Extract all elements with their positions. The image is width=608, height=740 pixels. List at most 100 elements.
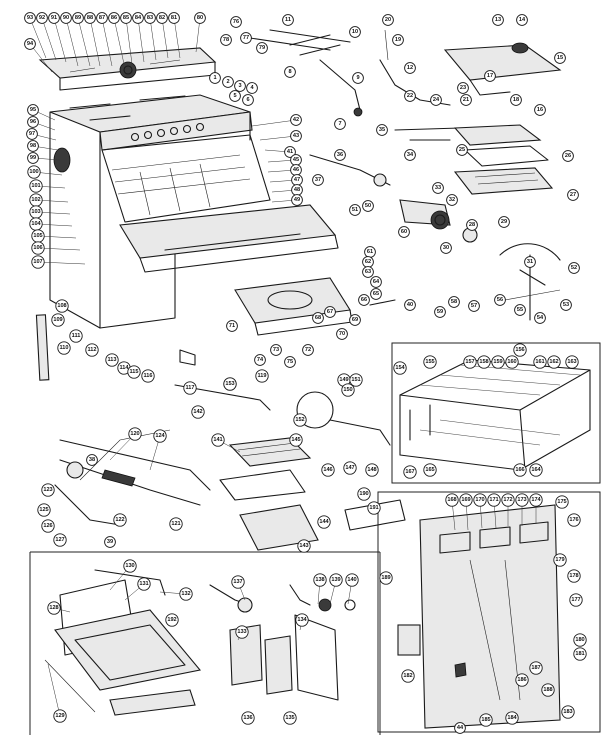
callout-bubble (336, 328, 348, 340)
callout-bubble (312, 312, 324, 324)
callout-bubble (137, 577, 151, 591)
callout-108: 108 (55, 299, 69, 313)
callout-number: 13 (495, 17, 501, 23)
callout-179: 179 (553, 553, 567, 567)
callout-bubble (352, 72, 364, 84)
callout-number: 1 (213, 75, 216, 81)
callout-14: 14 (516, 14, 528, 26)
callout-number: 178 (569, 573, 578, 579)
callout-number: 130 (125, 563, 134, 569)
callout-bubble (567, 189, 579, 201)
callout-132: 132 (179, 587, 193, 601)
callout-number: 153 (225, 381, 234, 387)
callout-bubble (514, 304, 526, 316)
callout-bubble (27, 140, 39, 152)
callout-number: 158 (479, 359, 488, 365)
callout-bubble (561, 705, 575, 719)
leader-line (47, 663, 61, 717)
callout-bubble (404, 299, 416, 311)
callout-83: 83 (144, 12, 156, 24)
callout-175: 175 (555, 495, 569, 509)
callout-bubble (60, 12, 72, 24)
callout-bubble (341, 383, 355, 397)
callout-number: 42 (293, 117, 299, 123)
callout-bubble (284, 356, 296, 368)
callout-number: 146 (323, 467, 332, 473)
callout-bubble (567, 513, 581, 527)
callout-number: 47 (294, 177, 300, 183)
callout-171: 171 (487, 493, 501, 507)
callout-number: 104 (31, 221, 41, 227)
callout-bubble (120, 12, 132, 24)
callout-number: 23 (460, 85, 466, 91)
callout-bubble (370, 276, 382, 288)
callout-154: 154 (393, 361, 407, 375)
back-panel-box (377, 491, 601, 733)
callout-number: 182 (403, 673, 412, 679)
callout-15: 15 (554, 52, 566, 64)
callout-2: 2 (222, 76, 234, 88)
callout-number: 154 (395, 365, 405, 371)
callout-105: 105 (31, 229, 45, 243)
callout-number: 170 (475, 497, 484, 503)
callout-number: 103 (31, 209, 40, 215)
callout-bubble (169, 517, 183, 531)
callout-number: 16 (537, 107, 543, 113)
callout-103: 103 (29, 205, 43, 219)
callout-number: 22 (407, 93, 413, 99)
callout-number: 70 (339, 331, 345, 337)
callout-bubble (302, 344, 314, 356)
callout-41: 41 (284, 146, 296, 158)
callout-number: 68 (315, 315, 321, 321)
callout-bubble (297, 539, 311, 553)
callout-bubble (454, 722, 466, 734)
callout-bubble (113, 513, 127, 527)
callout-148: 148 (365, 463, 379, 477)
leader-line (29, 17, 47, 59)
callout-number: 75 (287, 359, 293, 365)
callout-bubble (370, 288, 382, 300)
callout-101: 101 (29, 179, 43, 193)
callout-number: 35 (379, 127, 385, 133)
callout-number: 7 (338, 121, 341, 127)
callout-bubble (31, 255, 45, 269)
callout-9: 9 (352, 72, 364, 84)
callout-number: 116 (143, 373, 152, 379)
callout-bubble (290, 130, 302, 142)
callout-23: 23 (457, 82, 469, 94)
callout-number: 39 (107, 539, 113, 545)
callout-51: 51 (349, 204, 361, 216)
rear-panel (397, 504, 561, 729)
callout-16: 16 (534, 104, 546, 116)
callout-number: 56 (497, 297, 503, 303)
callout-number: 183 (563, 709, 572, 715)
callout-number: 167 (405, 469, 414, 475)
callout-52: 52 (568, 262, 580, 274)
callout-number: 54 (537, 315, 544, 321)
callout-number: 138 (315, 577, 324, 583)
callout-bubble (231, 575, 245, 589)
callout-number: 63 (365, 269, 371, 275)
callout-178: 178 (567, 569, 581, 583)
callout-number: 110 (59, 345, 68, 351)
callout-bubble (358, 294, 370, 306)
range-body (49, 94, 339, 329)
callout-bubble (398, 226, 410, 238)
callout-bubble (479, 713, 493, 727)
callout-number: 132 (181, 591, 190, 597)
callout-11: 11 (282, 14, 294, 26)
callout-number: 109 (53, 317, 62, 323)
callout-number: 186 (517, 677, 526, 683)
callout-number: 106 (33, 245, 42, 251)
callout-number: 168 (447, 497, 456, 503)
callout-bubble (456, 144, 468, 156)
bake-burner-assembly (54, 429, 211, 526)
callout-144: 144 (317, 515, 331, 529)
callout-142: 142 (191, 405, 205, 419)
callout-bubble (291, 194, 303, 206)
callout-143: 143 (297, 539, 311, 553)
callout-28: 28 (466, 219, 478, 231)
leader-line (113, 17, 125, 65)
callout-bubble (241, 711, 255, 725)
callout-157: 157 (463, 355, 477, 369)
